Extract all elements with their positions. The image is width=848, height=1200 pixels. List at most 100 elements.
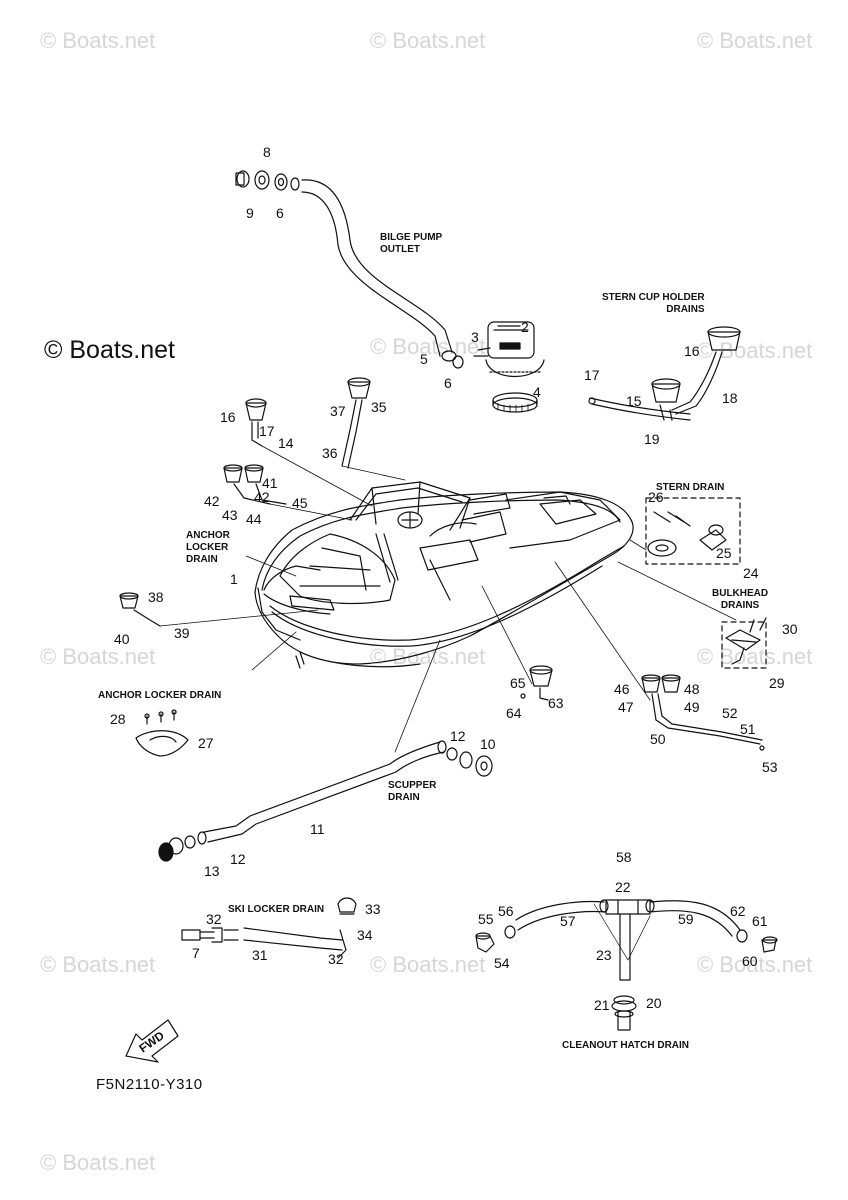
cleanout-hatch-drain <box>475 899 778 1031</box>
callout-number: 46 <box>614 681 630 697</box>
callout-number: 48 <box>684 681 700 697</box>
callout-number: 54 <box>494 955 510 971</box>
callout-number: 34 <box>357 927 373 943</box>
callout-number: 25 <box>716 545 732 561</box>
callout-number: 1 <box>230 571 238 587</box>
callout-number: 12 <box>230 851 246 867</box>
callout-number: 58 <box>616 849 632 865</box>
callout-number: 47 <box>618 699 634 715</box>
callout-number: 19 <box>644 431 660 447</box>
callout-number: 43 <box>222 507 238 523</box>
watermark: © Boats.net <box>370 28 486 53</box>
callout-number: 39 <box>174 625 190 641</box>
callout-number: 45 <box>292 495 308 511</box>
callout-number: 21 <box>594 997 610 1013</box>
label-bilge-pump-outlet: BILGE PUMP OUTLET <box>380 232 443 255</box>
callout-number: 7 <box>192 945 200 961</box>
label-cleanout-hatch-drain: CLEANOUT HATCH DRAIN <box>562 1040 690 1051</box>
ski-locker-drain <box>181 897 357 959</box>
callout-number: 36 <box>322 445 338 461</box>
callout-number: 49 <box>684 699 700 715</box>
watermark: © Boats.net <box>40 952 156 977</box>
callout-number: 53 <box>762 759 778 775</box>
callout-number: 31 <box>252 947 268 963</box>
callout-number: 57 <box>560 913 576 929</box>
callout-number: 6 <box>444 375 452 391</box>
boat-hull <box>254 481 634 669</box>
bulkhead-drains-box <box>721 617 767 669</box>
fwd-arrow-icon <box>125 1019 179 1063</box>
watermark: © Boats.net <box>697 952 813 977</box>
label-bulkhead-drains: BULKHEAD DRAINS <box>712 588 769 611</box>
callout-number: 4 <box>533 384 541 400</box>
callout-number: 30 <box>782 621 798 637</box>
callout-number: 22 <box>615 879 631 895</box>
callout-number: 61 <box>752 913 768 929</box>
callout-number: 11 <box>310 821 325 837</box>
watermark: © Boats.net <box>697 644 813 669</box>
callout-number: 59 <box>678 911 694 927</box>
callout-number: 60 <box>742 953 758 969</box>
callout-number: 65 <box>510 675 526 691</box>
watermark: © Boats.net <box>370 644 486 669</box>
callout-number: 55 <box>478 911 494 927</box>
callout-number: 18 <box>722 390 738 406</box>
callout-number: 16 <box>220 409 236 425</box>
watermark: © Boats.net <box>370 952 486 977</box>
callout-number: 42 <box>254 489 270 505</box>
callout-number: 40 <box>114 631 130 647</box>
label-anchor-locker-drain: ANCHOR LOCKER DRAIN <box>186 530 230 565</box>
callout-number: 12 <box>450 728 466 744</box>
callout-number: 20 <box>646 995 662 1011</box>
label-anchor-locker-drain-2: ANCHOR LOCKER DRAIN <box>98 690 222 701</box>
callout-number: 37 <box>330 403 346 419</box>
callout-number: 26 <box>648 489 664 505</box>
callout-number: 5 <box>420 351 428 367</box>
callout-number: 10 <box>480 736 496 752</box>
callout-number: 56 <box>498 903 514 919</box>
watermark: © Boats.net <box>40 28 156 53</box>
callout-number: 23 <box>596 947 612 963</box>
stern-drain-box <box>645 497 741 565</box>
callout-number: 27 <box>198 735 214 751</box>
callout-number: 2 <box>521 319 529 335</box>
label-scupper-drain: SCUPPER DRAIN <box>388 780 437 803</box>
watermark: © Boats.net <box>697 28 813 53</box>
callout-number: 14 <box>278 435 294 451</box>
mid-cup-holders <box>520 665 765 751</box>
scupper-drain <box>158 740 493 862</box>
callout-number: 29 <box>769 675 785 691</box>
callout-number: 33 <box>365 901 381 917</box>
label-stern-cup-holder-drains: STERN CUP HOLDER DRAINS <box>602 292 705 315</box>
callout-number: 64 <box>506 705 522 721</box>
callout-number: 32 <box>328 951 344 967</box>
label-ski-locker-drain: SKI LOCKER DRAIN <box>228 904 325 915</box>
label-stern-drain: STERN DRAIN <box>656 482 725 493</box>
watermark: © Boats.net <box>370 334 486 359</box>
callout-number: 6 <box>276 205 284 221</box>
callout-number: 17 <box>584 367 600 383</box>
stern-cup-holder-drains <box>588 326 741 421</box>
watermark: © Boats.net <box>40 644 156 669</box>
callout-number: 24 <box>743 565 759 581</box>
callout-number: 35 <box>371 399 387 415</box>
callout-number: 8 <box>263 144 271 160</box>
diagram-code: F5N2110-Y310 <box>96 1076 203 1093</box>
cup-holder-drains-upper <box>119 377 371 627</box>
callout-number: 13 <box>204 863 220 879</box>
callout-number: 28 <box>110 711 126 727</box>
bilge-pump-outlet-assembly <box>235 170 545 413</box>
callout-number: 32 <box>206 911 222 927</box>
callout-number: 38 <box>148 589 164 605</box>
callout-number: 9 <box>246 205 254 221</box>
callout-number: 15 <box>626 393 642 409</box>
callout-number: 44 <box>246 511 262 527</box>
callout-number: 63 <box>548 695 564 711</box>
callout-number: 42 <box>204 493 220 509</box>
watermark: © Boats.net <box>40 1150 156 1175</box>
callout-number: 51 <box>740 721 756 737</box>
callout-number: 16 <box>684 343 700 359</box>
anchor-locker-drain-part <box>135 709 189 757</box>
